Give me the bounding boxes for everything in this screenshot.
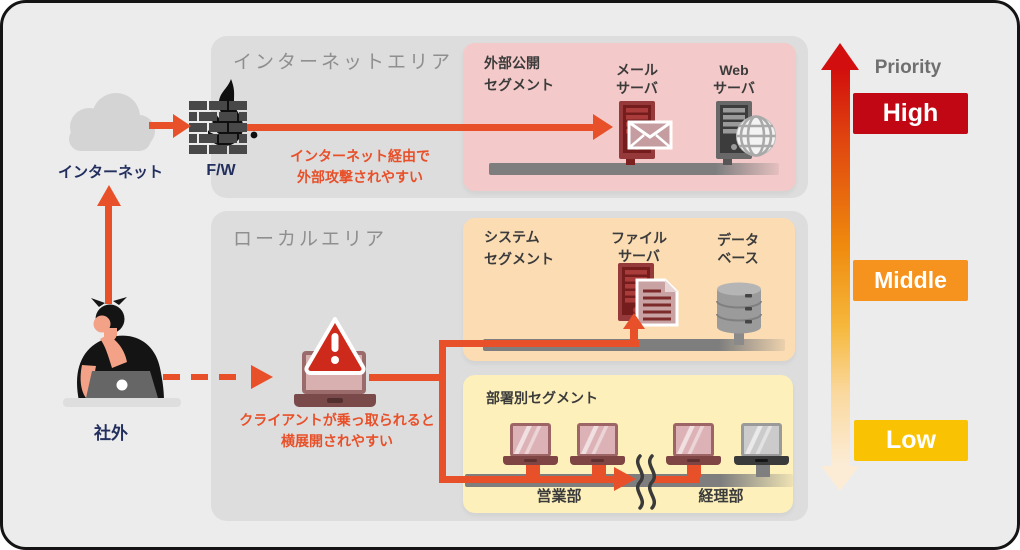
laptop-stand: [592, 465, 606, 477]
internet-cloud-icon: [69, 93, 155, 151]
priority-high-badge: High: [853, 93, 968, 134]
file-server-label: ファイル サーバ: [611, 230, 667, 265]
accounting-dept-label: 経理部: [698, 488, 744, 505]
attack-path-after-break: [653, 476, 700, 483]
internet-label: インターネット: [57, 164, 163, 181]
priority-low-badge: Low: [854, 420, 968, 461]
dashed-arrow-head: [251, 365, 273, 389]
department-segment-title: 部署別セグメント: [486, 390, 598, 406]
accounting-laptop-1: [666, 423, 721, 465]
web-server-label: Web サーバ: [713, 62, 755, 97]
file-server-arrow-shaft: [630, 327, 638, 343]
compromised-laptop-base: [294, 394, 376, 407]
cloud-to-fw-arrow-head: [173, 114, 191, 138]
system-segment-title: システム セグメント: [484, 229, 554, 268]
sales-dept-label: 営業部: [536, 488, 582, 505]
sales-laptop-2: [570, 423, 625, 465]
dashed-arrow-segment: [219, 374, 236, 380]
priority-middle-badge: Middle: [853, 260, 968, 301]
mail-server-label: メール サーバ: [616, 62, 658, 97]
person-to-internet-arrow-head: [97, 185, 121, 206]
external-attack-note: インターネット経由で 外部攻撃されやすい: [290, 148, 430, 185]
firewall-icon: [189, 79, 258, 154]
file-server-icon: [618, 263, 679, 327]
dashed-arrow-segment: [163, 374, 180, 380]
external-attacker-person: [63, 297, 181, 407]
firewall-label: F/W: [206, 162, 236, 179]
fw-to-mail-attack-arrow-head: [593, 114, 613, 140]
laptop-stand: [756, 465, 770, 477]
sales-laptop-1: [503, 423, 558, 465]
laptop-stand: [687, 465, 701, 477]
department-bus-arrow-head: [614, 467, 636, 491]
lateral-movement-note: クライアントが乗っ取られると 横展開されやすい: [239, 412, 435, 449]
priority-title: Priority: [874, 57, 942, 78]
database-icon: [716, 282, 762, 345]
person-to-internet-arrow-shaft: [105, 204, 112, 304]
accounting-laptop-2: [734, 423, 789, 465]
public-segment-bus: [489, 163, 779, 175]
priority-gradient-arrow: [821, 43, 859, 513]
mail-server-icon: [619, 101, 673, 165]
client-attack-path-horizontal: [369, 374, 443, 381]
database-label: データ ベース: [717, 232, 759, 267]
file-server-arrow-head: [623, 313, 645, 329]
local-area-title: ローカルエリア: [233, 229, 388, 250]
network-break-icon: [636, 454, 656, 510]
warning-triangle-icon: [304, 317, 366, 375]
external-label: 社外: [94, 424, 128, 443]
public-segment-title: 外部公開 セグメント: [484, 55, 554, 94]
web-server-icon: [716, 101, 776, 165]
attack-path-department-bus: [439, 476, 621, 483]
fw-to-mail-attack-arrow-shaft: [247, 124, 597, 131]
client-attack-path-vertical: [439, 340, 446, 483]
attack-path-to-file-server: [439, 340, 639, 347]
internet-area-title: インターネットエリア: [233, 52, 454, 73]
cloud-to-fw-arrow-shaft: [149, 122, 175, 129]
dashed-arrow-segment: [191, 374, 208, 380]
laptop-stand: [526, 465, 540, 477]
